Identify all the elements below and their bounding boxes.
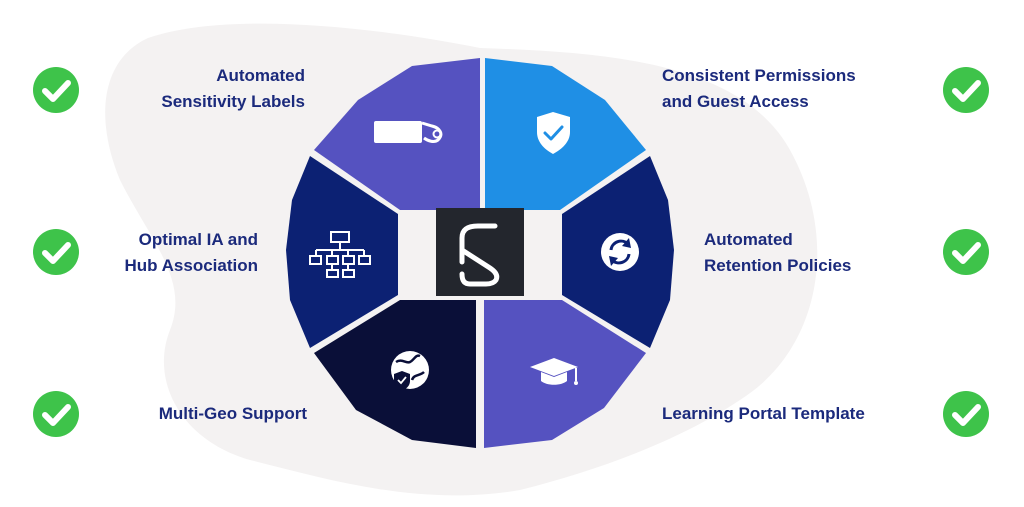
label-mid-left-line1: Optimal IA and (138, 230, 258, 249)
label-mid-right: Automated Retention Policies (704, 227, 851, 279)
label-top-left: Automated Sensitivity Labels (161, 63, 305, 115)
tag-icon (374, 121, 443, 143)
label-bottom-left-line1: Multi-Geo Support (158, 404, 307, 423)
check-icon-bottom-right (943, 391, 989, 437)
globe-shield-icon (391, 351, 429, 391)
shield-check-icon (537, 112, 570, 154)
label-mid-left: Optimal IA and Hub Association (125, 227, 259, 279)
label-mid-right-line1: Automated (704, 230, 793, 249)
segment-mid-left (286, 156, 398, 348)
label-top-right-line1: Consistent Permissions (662, 66, 856, 85)
check-icon-mid-left (33, 229, 79, 275)
brand-s-logo-icon (459, 223, 500, 287)
label-bottom-right: Learning Portal Template (662, 401, 865, 427)
label-bottom-right-line1: Learning Portal Template (662, 404, 865, 423)
label-bottom-left: Multi-Geo Support (159, 401, 307, 427)
label-mid-left-line2: Hub Association (124, 256, 259, 275)
refresh-icon (601, 233, 639, 271)
label-top-right-line2: and Guest Access (662, 92, 809, 111)
graduation-cap-icon (530, 358, 578, 385)
center-logo (436, 208, 524, 296)
check-icon-top-left (33, 67, 79, 113)
label-top-left-line2: Sensitivity Labels (161, 92, 305, 111)
check-icon-top-right (943, 67, 989, 113)
label-top-right: Consistent Permissions and Guest Access (662, 63, 856, 115)
sitemap-icon (309, 231, 371, 278)
check-icon-mid-right (943, 229, 989, 275)
label-mid-right-line2: Retention Policies (704, 256, 852, 275)
check-icon-bottom-left (33, 391, 79, 437)
label-top-left-line1: Automated (216, 66, 305, 85)
